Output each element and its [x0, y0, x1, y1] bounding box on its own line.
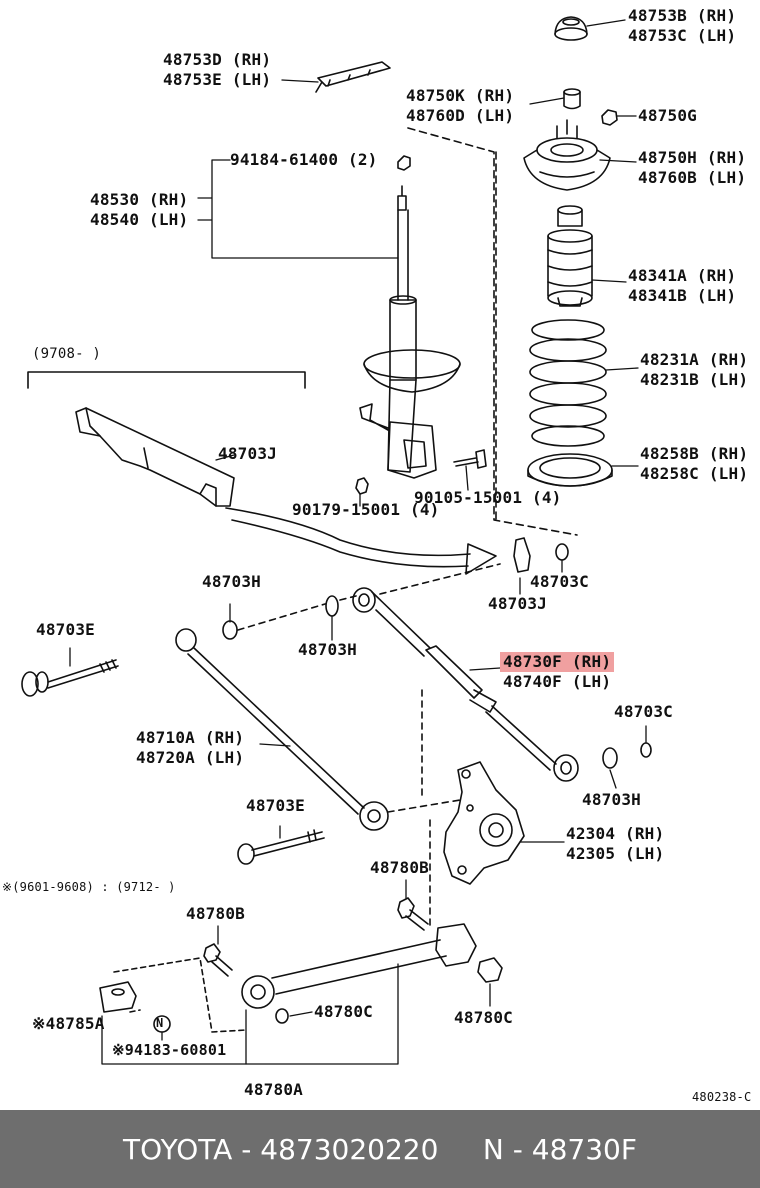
bracket-range-line — [27, 371, 306, 389]
bump-stopper-cap — [554, 16, 588, 41]
bolt-48780b-b — [203, 943, 233, 977]
label-42304: 42304 (RH)42305 (LH) — [566, 824, 665, 863]
label-48703c-a: 48703C — [530, 572, 589, 591]
label-48341: 48341A (RH)48341B (LH) — [628, 266, 737, 305]
label-48780c-a: 48780C — [314, 1002, 373, 1021]
spring-seat — [527, 453, 613, 487]
strip-48753d — [315, 61, 391, 93]
mounting-arrow — [225, 507, 497, 575]
washer-48703h-a — [222, 620, 238, 640]
label-90105: 90105-15001 (4) — [414, 488, 562, 507]
n-circle-letter: N — [156, 1016, 164, 1030]
label-48703e-a: 48703E — [36, 620, 95, 639]
nut-48780c-a — [477, 957, 503, 983]
bolt-48703e-a — [21, 659, 119, 697]
nut-94184 — [397, 155, 411, 171]
footer-brand: TOYOTA — [123, 1132, 233, 1166]
label-48703e-b: 48703E — [246, 796, 305, 815]
label-48753b: 48753B (RH)48753C (LH) — [628, 6, 737, 45]
dash-line-knuckle — [387, 689, 461, 931]
strut-mount — [523, 119, 611, 191]
washer-48780c — [275, 1008, 289, 1024]
highlight-48730f: 48730F (RH) — [500, 652, 615, 672]
label-date-note: ※(9601-9608) : (9712- ) — [2, 880, 176, 894]
suspension-exploded-diagram — [21, 16, 652, 1065]
footer-gap — [438, 1133, 483, 1166]
bolt-48703e-b — [237, 829, 325, 865]
washer-48703c — [555, 543, 569, 561]
label-48750g: 48750G — [638, 106, 697, 125]
footer-ref: N — [482, 1132, 504, 1166]
lateral-link-48710a — [175, 628, 389, 831]
footer-part-number: 4873020220 — [260, 1132, 439, 1166]
bracket-48785a — [99, 981, 137, 1013]
lateral-link-48730f — [352, 587, 579, 782]
label-48703h-a: 48703H — [202, 572, 261, 591]
coil-spring — [529, 319, 607, 447]
bracket-48703j-small — [513, 537, 531, 573]
shock-absorber — [359, 185, 461, 479]
label-48703j-top: 48703J — [218, 444, 277, 463]
bushing-48750k — [563, 88, 581, 110]
strut-rod-48780a — [241, 923, 477, 1009]
nut-48750g — [601, 109, 618, 126]
bolt-48780b-a — [397, 897, 429, 931]
label-48780a: 48780A — [244, 1080, 303, 1099]
label-48753d: 48753D (RH)48753E (LH) — [163, 50, 272, 89]
footer-sep: - — [232, 1132, 261, 1166]
label-48730f: 48730F (RH)48740F (LH) — [500, 652, 615, 692]
label-48710a: 48710A (RH)48720A (LH) — [136, 728, 245, 767]
label-48780b-a: 48780B — [370, 858, 429, 877]
bolt-90179 — [355, 477, 369, 495]
label-48258: 48258B (RH)48258C (LH) — [640, 444, 749, 483]
leader-lines — [69, 19, 647, 1065]
label-90179: 90179-15001 (4) — [292, 500, 440, 519]
diagram-code: 480238-C — [692, 1090, 752, 1104]
washer-48703c-b — [640, 742, 652, 758]
label-48750k: 48750K (RH)48760D (LH) — [406, 86, 515, 125]
label-9708-range: (9708- ) — [32, 346, 102, 362]
bolt-90105 — [453, 449, 487, 469]
label-94184: 94184-61400 (2) — [230, 150, 378, 169]
label-48703h-b: 48703H — [298, 640, 357, 659]
label-48703j-b: 48703J — [488, 594, 547, 613]
dash-line-48785a — [113, 957, 247, 1033]
label-94183: ※94183-60801 — [112, 1041, 227, 1059]
bracket-48703j — [75, 407, 235, 507]
bump-stopper — [547, 205, 593, 307]
label-48785a: ※48785A — [32, 1014, 105, 1033]
footer-sep2: - — [503, 1132, 532, 1166]
assembly-dash-line — [407, 127, 578, 536]
label-48530: 48530 (RH)48540 (LH) — [90, 190, 189, 229]
washer-48703h-b — [325, 595, 339, 617]
label-48750h: 48750H (RH)48760B (LH) — [638, 148, 747, 187]
footer-bar: TOYOTA - 4873020220 N - 48730F — [0, 1110, 760, 1188]
footer-ref-part: 48730F — [531, 1132, 637, 1166]
washer-48703h-c — [602, 747, 618, 769]
label-48703h-c: 48703H — [582, 790, 641, 809]
rear-axle-carrier — [443, 761, 525, 885]
label-48780c-b: 48780C — [454, 1008, 513, 1027]
label-48780b-b: 48780B — [186, 904, 245, 923]
label-48703c-b: 48703C — [614, 702, 673, 721]
label-48231: 48231A (RH)48231B (LH) — [640, 350, 749, 389]
